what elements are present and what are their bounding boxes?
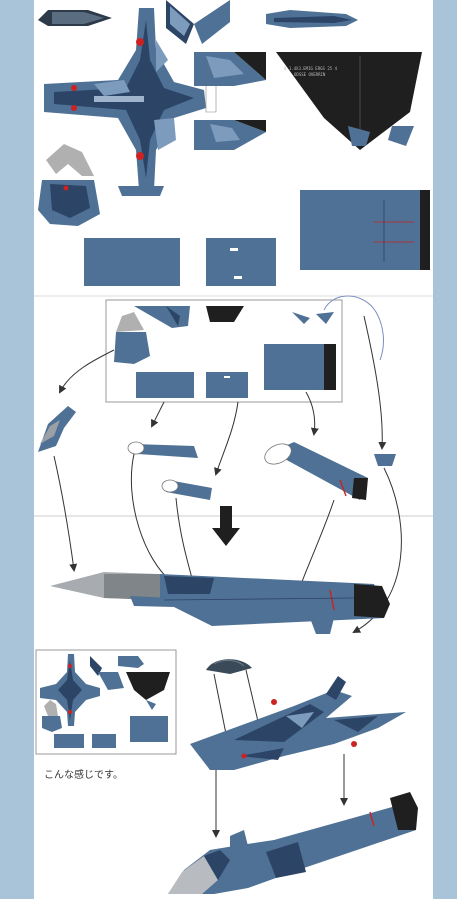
thumbnail-sheet bbox=[35, 649, 177, 755]
wing-print-text-1: 0 1.4X3.EMIG ERGS 25 4 bbox=[284, 66, 338, 71]
assembled-fuselage bbox=[50, 572, 390, 634]
part-intake-pieces bbox=[348, 126, 414, 146]
part-long-pod bbox=[266, 10, 358, 28]
part-sheet-section: 0 1.4X3.EMIG ERGS 25 4 ODSSE OVERRIN bbox=[34, 0, 433, 297]
final-model bbox=[168, 659, 418, 894]
rolled-nose-piece bbox=[38, 406, 76, 452]
instruction-sheet: 0 1.4X3.EMIG ERGS 25 4 ODSSE OVERRIN bbox=[34, 0, 433, 899]
rolled-tube-medium bbox=[161, 479, 212, 500]
part-vertical-fins bbox=[166, 0, 230, 44]
part-missile-pod bbox=[38, 10, 112, 26]
down-arrow-icon bbox=[212, 506, 240, 546]
papercraft-illustration: 0 1.4X3.EMIG ERGS 25 4 ODSSE OVERRIN bbox=[34, 0, 433, 894]
part-nose-cone bbox=[38, 144, 100, 226]
part-fuselage-top bbox=[44, 8, 217, 196]
part-body-panels bbox=[84, 190, 430, 286]
rolled-tube-large bbox=[264, 442, 368, 500]
rolling-section bbox=[34, 295, 433, 546]
part-wing-camo bbox=[194, 52, 266, 150]
caption-text: こんな感じです。 bbox=[44, 770, 123, 781]
rolled-small-tab bbox=[374, 454, 396, 466]
wing-print-text-2: ODSSE OVERRIN bbox=[294, 72, 326, 77]
rolled-tube-small bbox=[127, 441, 198, 458]
